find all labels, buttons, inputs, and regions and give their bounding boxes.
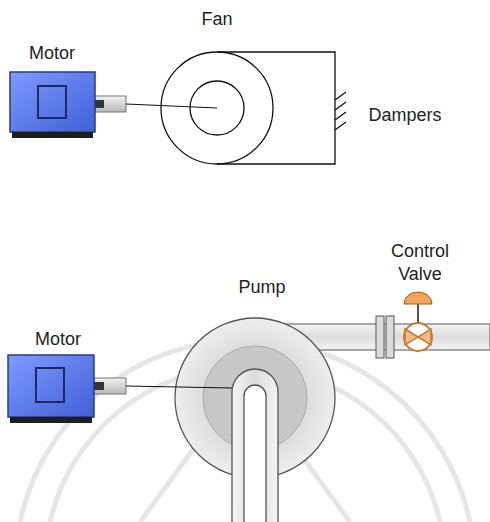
shaft-line <box>126 104 217 108</box>
fan-motor <box>10 72 126 138</box>
pump-motor <box>8 355 126 423</box>
suction-pipe <box>232 369 278 522</box>
damper-blades <box>335 92 346 130</box>
motor-label: Motor <box>13 328 103 351</box>
dampers-label: Dampers <box>355 104 455 127</box>
motor-label: Motor <box>7 42 97 65</box>
shaft-line <box>126 386 232 388</box>
pump-label: Pump <box>222 276 302 299</box>
control-valve <box>404 292 432 351</box>
fan-housing <box>161 52 335 164</box>
fan-label: Fan <box>177 8 257 31</box>
valve-label: Control Valve <box>380 240 460 285</box>
